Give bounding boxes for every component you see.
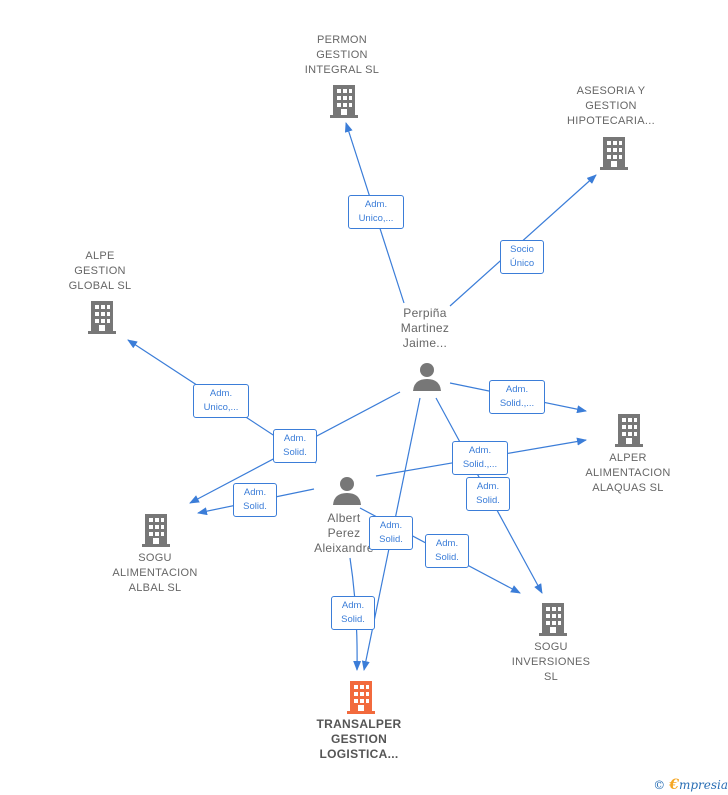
edge-label-role[interactable]: Adm. Unico,... [193, 384, 249, 418]
label-line: PERMON [316, 34, 368, 46]
copyright-icon: © [653, 778, 666, 792]
label-line: GESTION [74, 265, 126, 277]
label-line: Jaime... [402, 336, 448, 350]
label-line: INVERSIONES [511, 656, 591, 668]
role-line: Solid. [341, 614, 365, 625]
person-icon[interactable] [412, 362, 442, 397]
label-line: TRANSALPER [316, 717, 402, 731]
role-line: Adm. [283, 433, 307, 444]
node-label-permon[interactable]: PERMON GESTION INTEGRAL SL [282, 33, 402, 78]
edge-label-role[interactable]: Socio Único [500, 240, 544, 274]
building-icon[interactable] [598, 136, 630, 175]
role-line: Solid.,... [499, 398, 535, 409]
role-line: Solid. [379, 534, 403, 545]
role-line: Unico,... [203, 402, 239, 413]
role-line: Unico,... [358, 213, 394, 224]
role-line: Adm. [505, 384, 529, 395]
role-line: Adm. [476, 481, 500, 492]
node-label-alper[interactable]: ALPER ALIMENTACION ALAQUAS SL [568, 451, 688, 496]
building-icon[interactable] [328, 84, 360, 123]
label-line: GESTION [316, 49, 368, 61]
person-icon[interactable] [332, 476, 362, 511]
label-line: ALPE [85, 250, 115, 262]
brand-name: mpresia [678, 778, 728, 792]
label-line: HIPOTECARIA... [567, 115, 655, 127]
label-line: ALIMENTACION [585, 467, 671, 479]
building-icon[interactable] [140, 513, 172, 552]
label-line: ASESORIA Y [576, 85, 646, 97]
edge-label-role[interactable]: Adm. Solid. [233, 483, 277, 517]
building-icon[interactable] [537, 602, 569, 641]
edge-label-role[interactable]: Adm. Solid.,... [452, 441, 508, 475]
label-line: INTEGRAL SL [304, 64, 380, 76]
edge-label-role[interactable]: Adm. Unico,... [348, 195, 404, 229]
role-line: Adm. [341, 600, 365, 611]
role-line: Solid.,... [462, 459, 498, 470]
edge-label-role[interactable]: Adm. Solid. [466, 477, 510, 511]
role-line: Adm. [243, 487, 267, 498]
edge-label-role[interactable]: Adm. Solid. [425, 534, 469, 568]
role-line: Solid. [476, 495, 500, 506]
label-line: GESTION [585, 100, 637, 112]
edge-label-role[interactable]: Adm. Solid. [331, 596, 375, 630]
role-line: Adm. [435, 538, 459, 549]
role-line: Solid. [435, 552, 459, 563]
label-line: ALBAL SL [128, 582, 182, 594]
building-icon[interactable] [345, 680, 377, 719]
role-line: Adm. [209, 388, 233, 399]
node-label-sogu-albal[interactable]: SOGU ALIMENTACION ALBAL SL [95, 551, 215, 596]
label-line: Albert [327, 511, 361, 525]
role-line: Adm. [379, 520, 403, 531]
label-line: SOGU [138, 552, 172, 564]
label-line: Aleixandre [314, 541, 374, 555]
node-label-perpina[interactable]: Perpiña Martinez Jaime... [365, 306, 485, 351]
label-line: ALPER [609, 452, 647, 464]
role-line: Adm. [468, 445, 492, 456]
role-line: Socio [510, 244, 534, 255]
label-line: ALIMENTACION [112, 567, 198, 579]
edge-label-role[interactable]: Adm. Solid. [369, 516, 413, 550]
node-label-alpe[interactable]: ALPE GESTION GLOBAL SL [40, 249, 160, 294]
label-line: ALAQUAS SL [592, 482, 664, 494]
node-label-albert[interactable]: Albert Perez Aleixandre [284, 511, 404, 556]
role-line: Único [509, 258, 535, 269]
label-line: Perez [327, 526, 361, 540]
label-line: SOGU [534, 641, 568, 653]
label-line: GLOBAL SL [68, 280, 132, 292]
role-line: Adm. [364, 199, 388, 210]
label-line: SL [543, 671, 559, 683]
edge-label-role[interactable]: Adm. Solid. [273, 429, 317, 463]
brand-footer[interactable]: ©€mpresia [653, 777, 728, 793]
node-label-transalper[interactable]: TRANSALPER GESTION LOGISTICA... [299, 717, 419, 762]
building-icon[interactable] [613, 413, 645, 452]
node-label-sogu-inversiones[interactable]: SOGU INVERSIONES SL [491, 640, 611, 685]
label-line: GESTION [330, 732, 388, 746]
label-line: LOGISTICA... [319, 747, 399, 761]
label-line: Martinez [400, 321, 450, 335]
label-line: Perpiña [403, 306, 447, 320]
role-line: Solid. [243, 501, 267, 512]
node-label-asesoria[interactable]: ASESORIA Y GESTION HIPOTECARIA... [551, 84, 671, 129]
edge-label-role[interactable]: Adm. Solid.,... [489, 380, 545, 414]
building-icon[interactable] [86, 300, 118, 339]
brand-logo-initial: € [669, 777, 679, 793]
role-line: Solid. [283, 447, 307, 458]
